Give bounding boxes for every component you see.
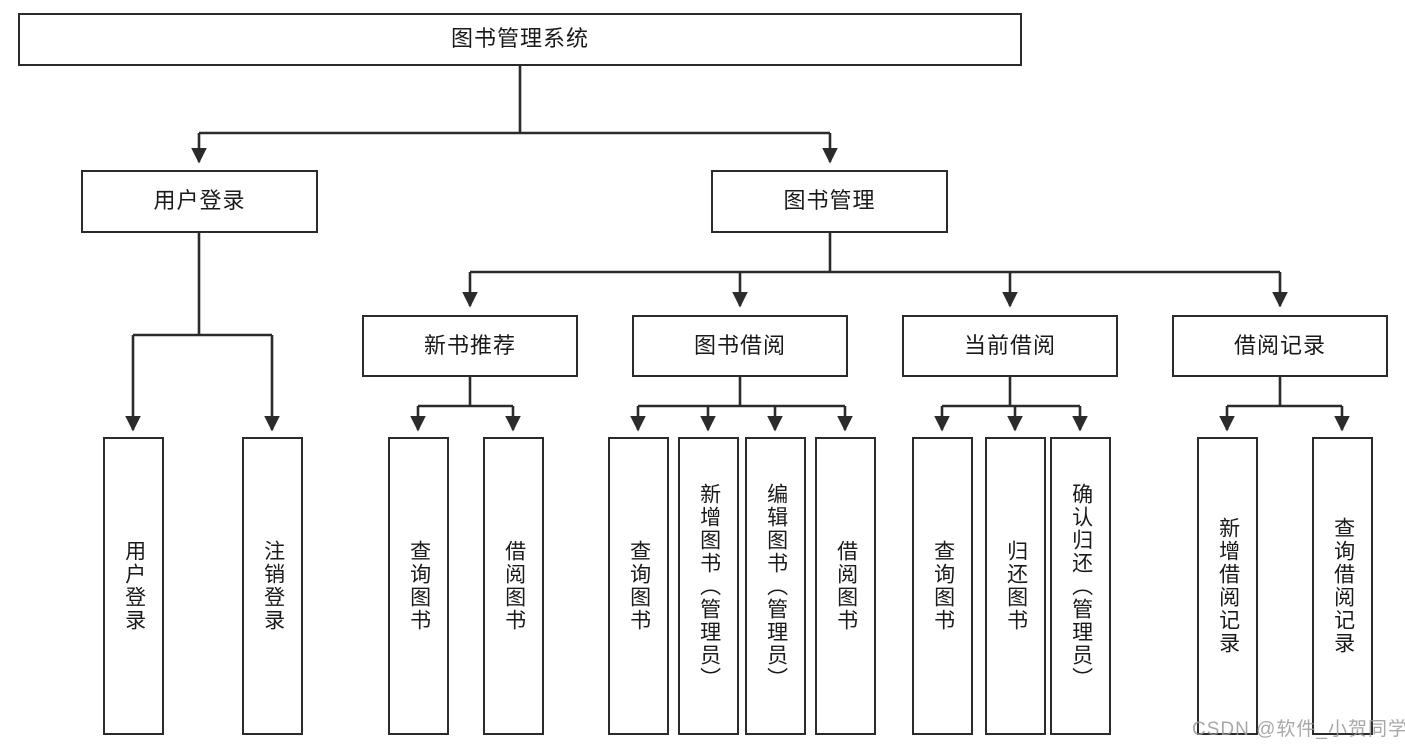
node-label: 新增图书（管理员） <box>697 482 721 690</box>
node-user-login[interactable]: 用户登录 <box>81 170 318 233</box>
node-label: 查询借阅记录 <box>1331 517 1355 655</box>
leaf-borrow-query-book[interactable]: 查询图书 <box>608 437 669 735</box>
node-borrow-record[interactable]: 借阅记录 <box>1172 315 1388 377</box>
leaf-record-add-record[interactable]: 新增借阅记录 <box>1197 437 1258 735</box>
node-new-book-recommend[interactable]: 新书推荐 <box>362 315 578 377</box>
node-label: 图书管理 <box>783 188 876 214</box>
node-label: 用户登录 <box>122 540 146 632</box>
leaf-borrow-borrow-book[interactable]: 借阅图书 <box>815 437 876 735</box>
node-label: 图书管理系统 <box>450 26 589 52</box>
node-book-borrow[interactable]: 图书借阅 <box>632 315 848 377</box>
node-label: 查询图书 <box>931 540 955 632</box>
node-label: 编辑图书（管理员） <box>764 482 788 690</box>
leaf-borrow-add-book-admin[interactable]: 新增图书（管理员） <box>678 437 739 735</box>
leaf-user-login-login[interactable]: 用户登录 <box>103 437 164 735</box>
node-label: 查询图书 <box>627 540 651 632</box>
csdn-watermark: CSDN @软件_小贺同学 <box>1192 719 1405 740</box>
leaf-record-query-record[interactable]: 查询借阅记录 <box>1312 437 1373 735</box>
node-label: 借阅图书 <box>502 540 526 632</box>
leaf-current-confirm-return-admin[interactable]: 确认归还（管理员） <box>1050 437 1111 735</box>
node-label: 确认归还（管理员） <box>1069 482 1093 690</box>
node-label: 新书推荐 <box>423 332 516 358</box>
node-label: 图书借阅 <box>693 332 786 358</box>
leaf-user-login-logout[interactable]: 注销登录 <box>242 437 303 735</box>
node-book-management[interactable]: 图书管理 <box>711 170 948 233</box>
leaf-recommend-query-book[interactable]: 查询图书 <box>388 437 449 735</box>
leaf-current-return-book[interactable]: 归还图书 <box>985 437 1046 735</box>
node-label: 新增借阅记录 <box>1216 517 1240 655</box>
leaf-current-query-book[interactable]: 查询图书 <box>912 437 973 735</box>
node-label: 当前借阅 <box>963 332 1056 358</box>
node-label: 归还图书 <box>1004 540 1028 632</box>
node-label: 用户登录 <box>153 188 246 214</box>
node-label: 借阅图书 <box>834 540 858 632</box>
node-current-borrow[interactable]: 当前借阅 <box>902 315 1118 377</box>
leaf-recommend-borrow-book[interactable]: 借阅图书 <box>483 437 544 735</box>
leaf-borrow-edit-book-admin[interactable]: 编辑图书（管理员） <box>745 437 806 735</box>
node-label: 注销登录 <box>261 540 285 632</box>
node-root-book-management-system[interactable]: 图书管理系统 <box>18 13 1022 66</box>
node-label: 借阅记录 <box>1233 332 1326 358</box>
node-label: 查询图书 <box>407 540 431 632</box>
